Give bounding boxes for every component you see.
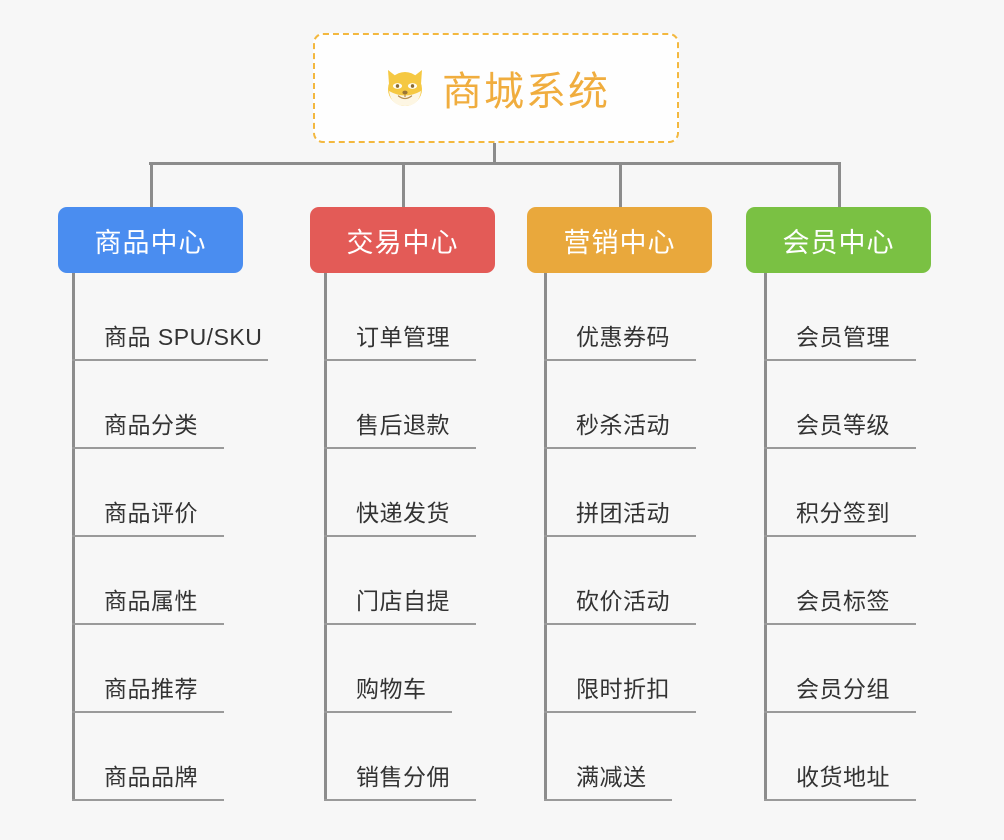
leaf-item-label: 商品属性 bbox=[104, 588, 198, 614]
leaf-item-label: 会员分组 bbox=[796, 676, 890, 702]
branch-spine bbox=[72, 273, 75, 801]
leaf-item[interactable]: 限时折扣 bbox=[544, 625, 736, 713]
leaf-item-label: 售后退款 bbox=[356, 412, 450, 438]
leaf-item-underline bbox=[324, 711, 452, 713]
leaf-item-label: 会员管理 bbox=[796, 324, 890, 350]
leaf-item[interactable]: 会员分组 bbox=[764, 625, 956, 713]
leaf-item[interactable]: 销售分佣 bbox=[324, 713, 516, 801]
connector-root-stem bbox=[493, 143, 496, 164]
leaf-item-label: 砍价活动 bbox=[576, 588, 670, 614]
leaf-item-underline bbox=[764, 359, 916, 361]
connector-branch-3 bbox=[619, 162, 622, 208]
leaf-item-underline bbox=[544, 447, 696, 449]
leaf-item-underline bbox=[72, 711, 224, 713]
leaf-item-underline bbox=[764, 447, 916, 449]
leaf-item-underline bbox=[764, 711, 916, 713]
leaf-item-label: 销售分佣 bbox=[356, 764, 450, 790]
leaf-item[interactable]: 订单管理 bbox=[324, 273, 516, 361]
leaf-item[interactable]: 砍价活动 bbox=[544, 537, 736, 625]
leaf-item[interactable]: 售后退款 bbox=[324, 361, 516, 449]
leaf-item[interactable]: 会员标签 bbox=[764, 537, 956, 625]
leaf-item[interactable]: 积分签到 bbox=[764, 449, 956, 537]
leaf-item-label: 收货地址 bbox=[796, 764, 890, 790]
leaf-item-underline bbox=[544, 359, 696, 361]
dog-face-icon bbox=[382, 65, 428, 111]
branch-header-3[interactable]: 营销中心 bbox=[527, 207, 712, 273]
leaf-item[interactable]: 收货地址 bbox=[764, 713, 956, 801]
leaf-item-label: 满减送 bbox=[576, 764, 647, 790]
branch-header-label: 商品中心 bbox=[94, 227, 207, 258]
leaf-item[interactable]: 商品评价 bbox=[72, 449, 264, 537]
leaf-item[interactable]: 购物车 bbox=[324, 625, 492, 713]
leaf-item[interactable]: 商品品牌 bbox=[72, 713, 264, 801]
leaf-item-underline bbox=[764, 623, 916, 625]
connector-branch-1 bbox=[150, 162, 153, 208]
leaf-item-underline bbox=[324, 535, 476, 537]
leaf-item-underline bbox=[544, 535, 696, 537]
root-title: 商城系统 bbox=[442, 70, 610, 114]
leaf-item-underline bbox=[72, 623, 224, 625]
leaf-item-label: 优惠券码 bbox=[576, 324, 670, 350]
leaf-item-label: 秒杀活动 bbox=[576, 412, 670, 438]
leaf-item[interactable]: 商品属性 bbox=[72, 537, 264, 625]
leaf-item[interactable]: 商品分类 bbox=[72, 361, 264, 449]
leaf-item-underline bbox=[764, 535, 916, 537]
leaf-item-underline bbox=[72, 359, 268, 361]
leaf-item-label: 门店自提 bbox=[356, 588, 450, 614]
branch-header-2[interactable]: 交易中心 bbox=[310, 207, 495, 273]
leaf-item[interactable]: 拼团活动 bbox=[544, 449, 736, 537]
leaf-item-underline bbox=[764, 799, 916, 801]
leaf-item-underline bbox=[72, 535, 224, 537]
connector-branch-4 bbox=[838, 162, 841, 208]
leaf-item-label: 订单管理 bbox=[356, 324, 450, 350]
branch-header-label: 交易中心 bbox=[346, 227, 459, 258]
leaf-item-underline bbox=[544, 799, 672, 801]
leaf-item-label: 限时折扣 bbox=[576, 676, 670, 702]
leaf-item[interactable]: 快递发货 bbox=[324, 449, 516, 537]
leaf-item[interactable]: 满减送 bbox=[544, 713, 712, 801]
root-node[interactable]: 商城系统 bbox=[313, 33, 679, 143]
leaf-item-underline bbox=[324, 447, 476, 449]
branch-header-label: 会员中心 bbox=[782, 227, 895, 258]
leaf-item-underline bbox=[544, 623, 696, 625]
branch-header-4[interactable]: 会员中心 bbox=[746, 207, 931, 273]
leaf-item[interactable]: 门店自提 bbox=[324, 537, 516, 625]
leaf-item-label: 商品 SPU/SKU bbox=[104, 324, 263, 350]
leaf-item-label: 快递发货 bbox=[356, 500, 450, 526]
leaf-item-underline bbox=[324, 799, 476, 801]
connector-horizontal-bus bbox=[149, 162, 839, 165]
leaf-item-label: 商品评价 bbox=[104, 500, 198, 526]
leaf-item[interactable]: 优惠券码 bbox=[544, 273, 736, 361]
leaf-item-label: 会员标签 bbox=[796, 588, 890, 614]
branch-header-1[interactable]: 商品中心 bbox=[58, 207, 243, 273]
leaf-item[interactable]: 会员管理 bbox=[764, 273, 956, 361]
leaf-item-label: 商品分类 bbox=[104, 412, 198, 438]
leaf-item-underline bbox=[72, 799, 224, 801]
leaf-item-underline bbox=[324, 623, 476, 625]
leaf-item-label: 商品品牌 bbox=[104, 764, 198, 790]
leaf-item-label: 会员等级 bbox=[796, 412, 890, 438]
leaf-item[interactable]: 商品 SPU/SKU bbox=[72, 273, 308, 361]
branch-header-label: 营销中心 bbox=[563, 227, 676, 258]
leaf-item[interactable]: 会员等级 bbox=[764, 361, 956, 449]
leaf-item-label: 积分签到 bbox=[796, 500, 890, 526]
connector-branch-2 bbox=[402, 162, 405, 208]
leaf-item-underline bbox=[324, 359, 476, 361]
leaf-item-label: 购物车 bbox=[356, 676, 427, 702]
leaf-item[interactable]: 商品推荐 bbox=[72, 625, 264, 713]
branch-spine bbox=[764, 273, 767, 801]
leaf-item-label: 拼团活动 bbox=[576, 500, 670, 526]
branch-spine bbox=[544, 273, 547, 801]
leaf-item-label: 商品推荐 bbox=[104, 676, 198, 702]
leaf-item-underline bbox=[72, 447, 224, 449]
leaf-item[interactable]: 秒杀活动 bbox=[544, 361, 736, 449]
leaf-item-underline bbox=[544, 711, 696, 713]
branch-spine bbox=[324, 273, 327, 801]
